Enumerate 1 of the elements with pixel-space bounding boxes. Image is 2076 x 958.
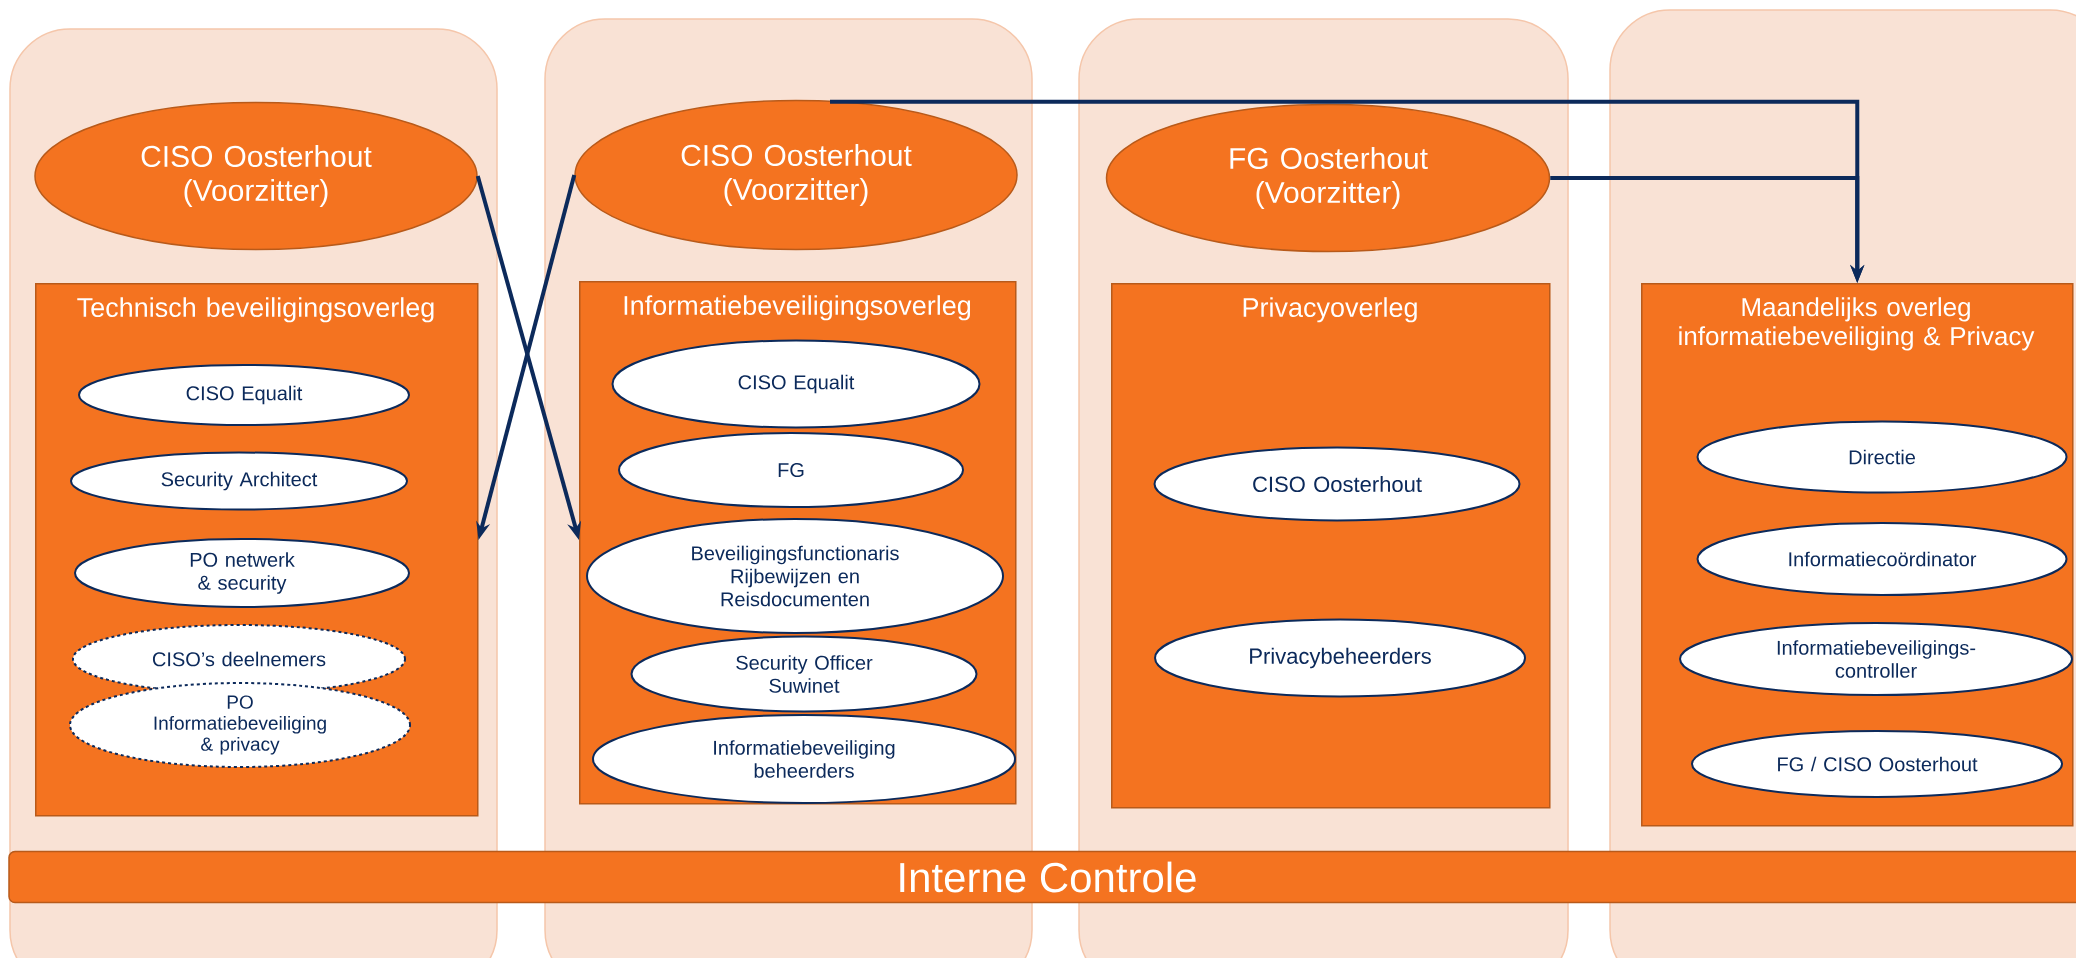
control-bar: Interne Controle: [8, 850, 2076, 904]
